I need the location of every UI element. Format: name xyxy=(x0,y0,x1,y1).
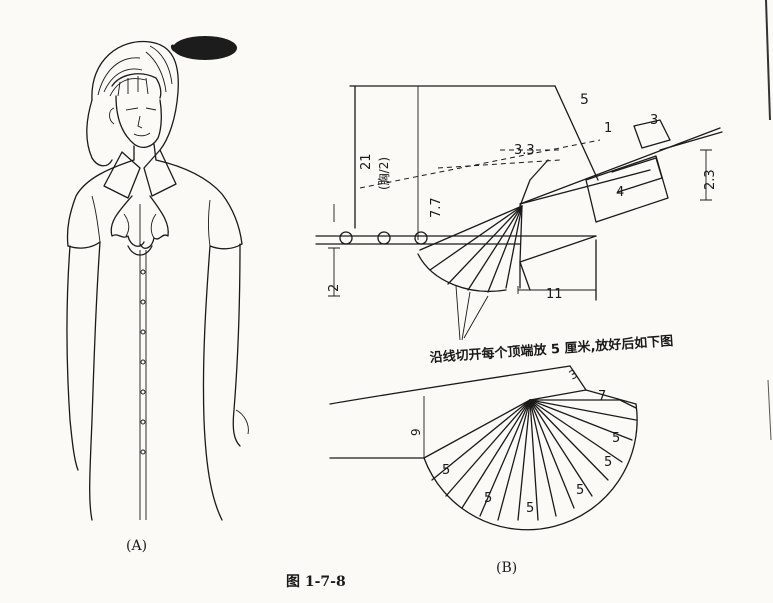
spread-label-4: 5 xyxy=(576,483,584,498)
dim-3-top: 3 xyxy=(650,113,658,128)
sleeve-pattern-upper: 5 21 (胸/2) 3.3 7.7 1 3 4 2.3 2 11 沿线切开每个… xyxy=(315,85,723,366)
dim-2-3: 2.3 xyxy=(703,169,718,190)
spread-label-6: 5 xyxy=(612,431,620,446)
spread-label-2: 5 xyxy=(484,491,492,506)
punch-hole xyxy=(339,231,353,245)
dim-3-3: 3.3 xyxy=(514,143,535,158)
woman-illustration: (A) xyxy=(66,36,249,554)
spread-label-5: 5 xyxy=(604,455,612,470)
dim-1: 1 xyxy=(604,121,612,136)
panel-a-label: (A) xyxy=(126,538,147,554)
spread-label-3: 5 xyxy=(526,501,534,516)
dim-top-5: 5 xyxy=(580,92,589,108)
dim-chest-over-2: (胸/2) xyxy=(376,157,391,190)
spread-arc xyxy=(423,403,638,531)
figure-caption: 图 1-7-8 xyxy=(286,574,346,590)
spread-label-1: 5 xyxy=(442,463,450,478)
hair-ornament-shape xyxy=(173,36,237,60)
dim-11: 11 xyxy=(546,287,563,302)
instruction-text: 沿线切开每个顶端放 5 厘米,放好后如下图 xyxy=(429,333,674,366)
sleeve-pattern-spread: 3 7 9 5 5 5 5 5 5 (B) xyxy=(329,365,638,576)
spread-rays xyxy=(423,399,637,521)
dim-7: 7 xyxy=(598,389,606,404)
cuff-piece xyxy=(585,155,669,223)
button-row xyxy=(140,269,146,455)
panel-b-label: (B) xyxy=(496,560,517,576)
dim-7-7: 7.7 xyxy=(429,197,444,218)
dim-2: 2 xyxy=(327,284,342,292)
dim-cuff-4: 4 xyxy=(616,185,624,200)
slash-lines xyxy=(419,159,549,293)
dim-9: 9 xyxy=(409,428,423,436)
dim-3-lower: 3 xyxy=(567,367,581,383)
punch-hole xyxy=(414,231,428,245)
punch-hole xyxy=(377,231,391,245)
dim-21: 21 xyxy=(359,153,374,170)
